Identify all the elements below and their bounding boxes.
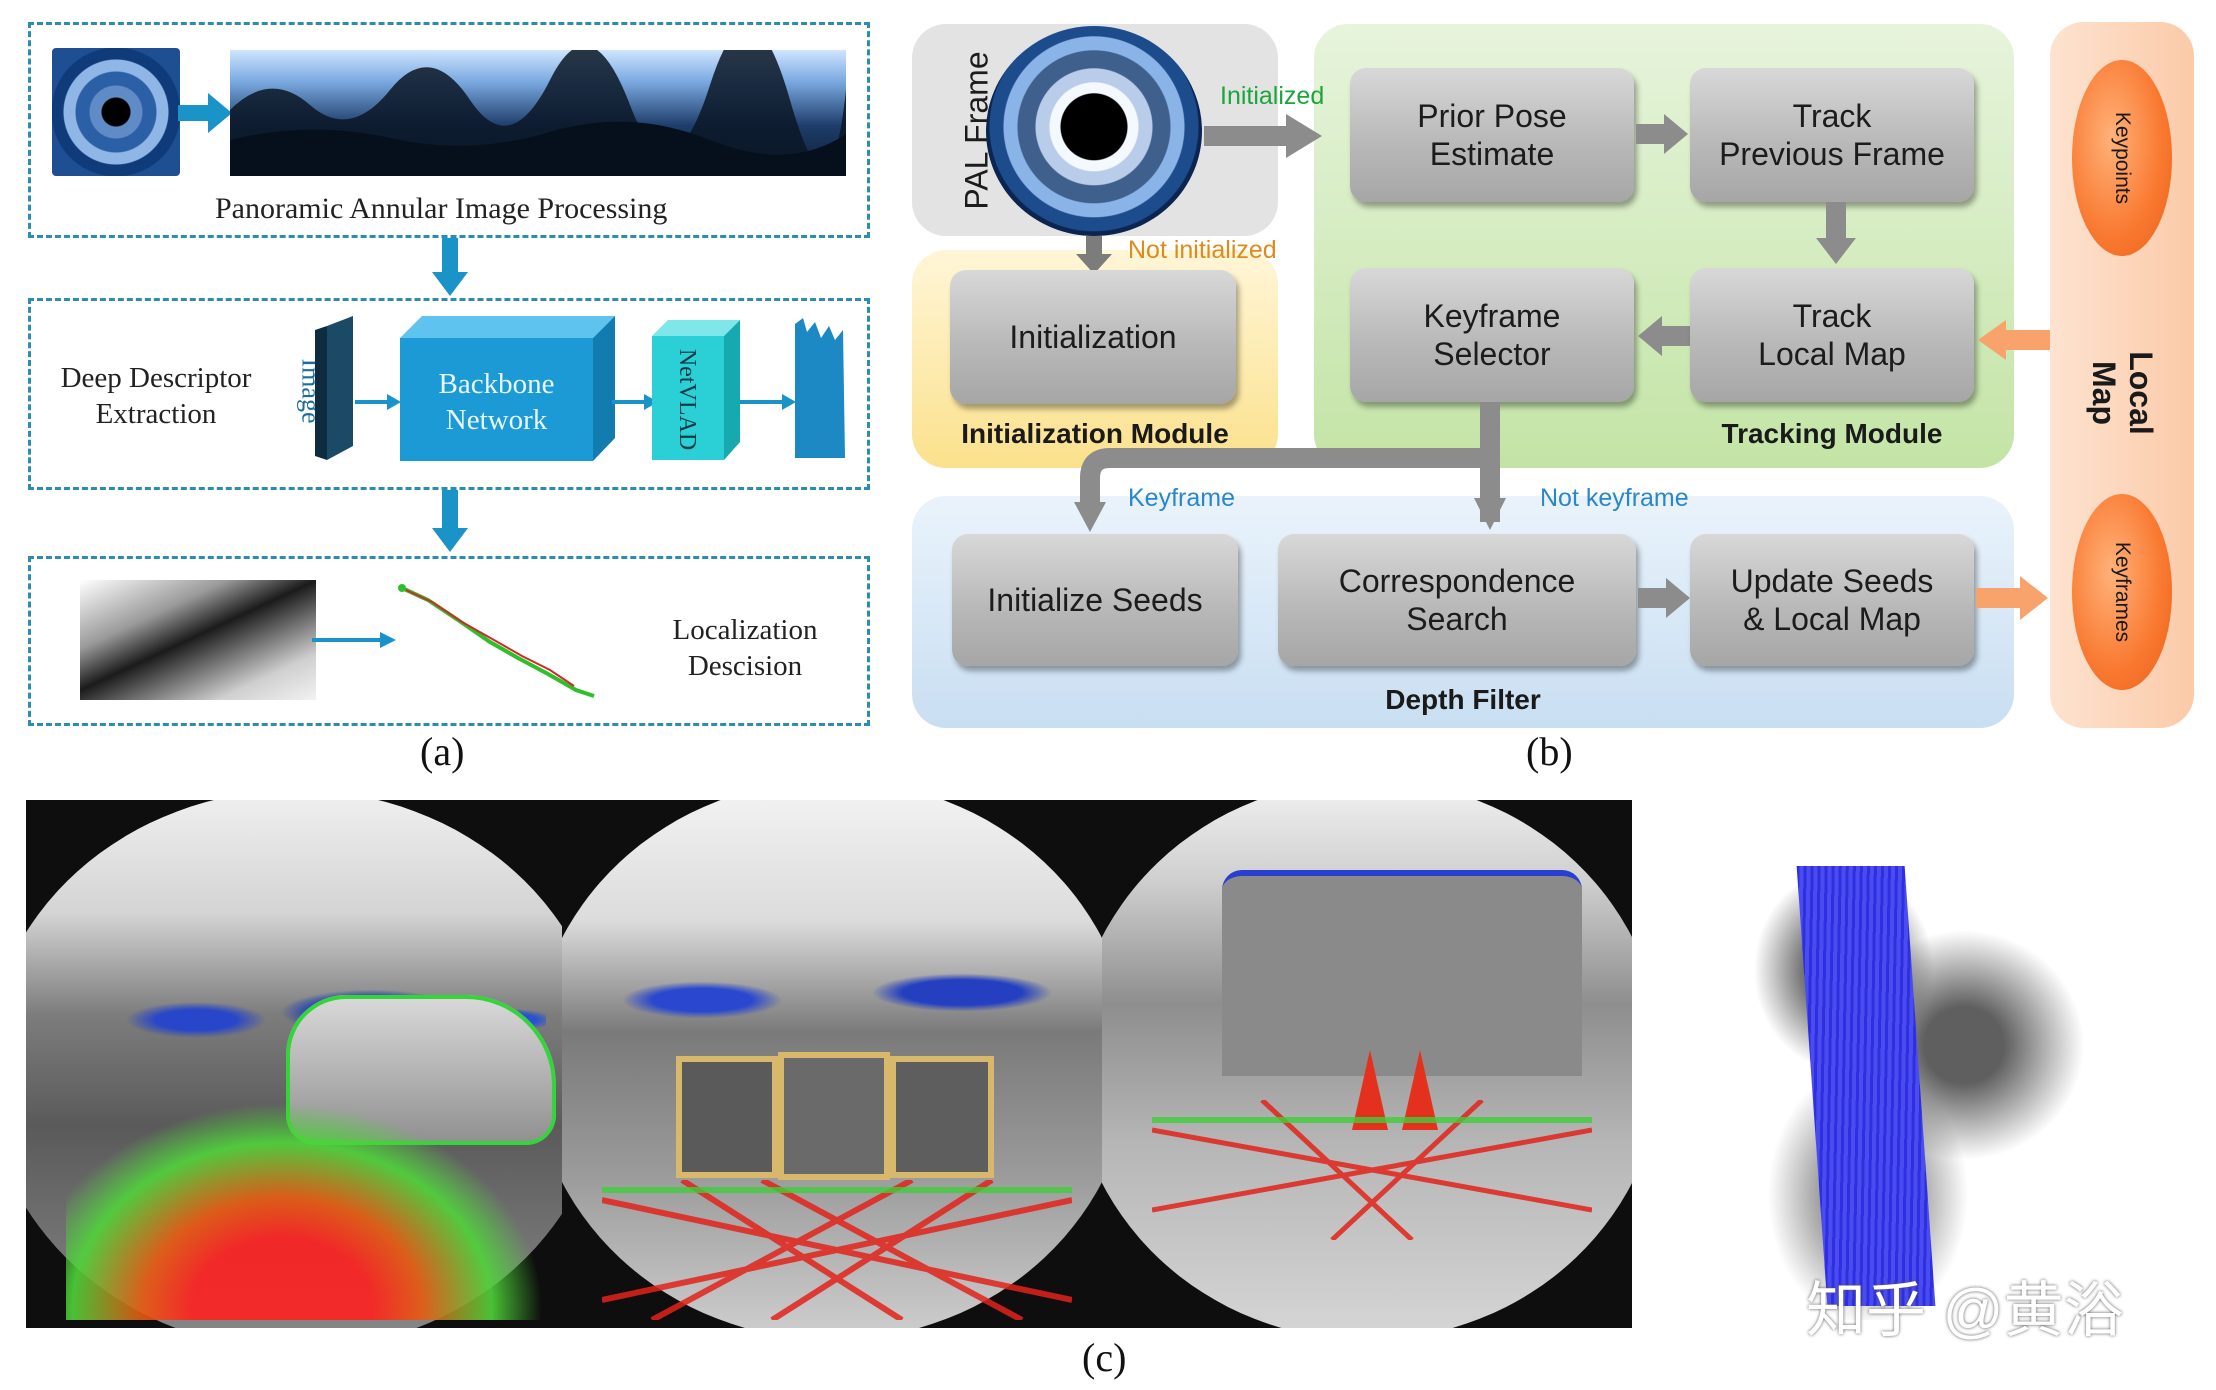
caption-c: (c) [1082, 1335, 1127, 1380]
fisheye-thumbnail [52, 48, 180, 176]
keyframes-label: Keyframes [2111, 541, 2134, 643]
arrow-right-icon [355, 394, 401, 410]
localization-box [28, 556, 870, 726]
depth-photo-cones [1102, 800, 1632, 1328]
board-center [784, 1058, 884, 1174]
cone-right [1402, 1050, 1438, 1130]
tree-points [572, 910, 1092, 1060]
image-processing-label: Panoramic Annular Image Processing [215, 192, 668, 225]
arrow-right-icon [612, 394, 658, 410]
descriptor-label: Deep Descriptor Extraction [60, 362, 252, 430]
keyframe-selector-box: Keyframe Selector [1350, 268, 1634, 402]
ground-points [66, 1100, 546, 1320]
arrow-right-icon [1638, 578, 1690, 618]
arrow-left-icon [1638, 316, 1690, 356]
track-previous-box: Track Previous Frame [1690, 68, 1974, 202]
keypoints-ellipse: Keypoints [2072, 60, 2172, 256]
floor-grid-points [602, 1180, 1072, 1320]
arrow-right-icon [312, 632, 396, 648]
initialize-seeds-box: Initialize Seeds [952, 534, 1238, 666]
arrow-right-icon [1204, 114, 1322, 158]
image-processing-box [28, 22, 870, 238]
keyframes-ellipse: Keyframes [2072, 494, 2172, 690]
initialization-box: Initialization [950, 270, 1236, 404]
arrow-right-icon [1976, 576, 2048, 620]
initialization-module-label: Initialization Module [961, 418, 1229, 449]
unwrapped-panorama [230, 50, 846, 176]
tracking-module-label: Tracking Module [1721, 418, 1943, 449]
input-image-slab [315, 316, 353, 460]
local-map-label: Local Map [2086, 351, 2159, 435]
backbone-network-cube [400, 316, 615, 461]
board-right [896, 1062, 988, 1172]
prior-pose-box: Prior Pose Estimate [1350, 68, 1634, 202]
track-local-map-box: Track Local Map [1690, 268, 1974, 402]
building-points [1222, 870, 1582, 1076]
caption-a: (a) [420, 729, 465, 774]
initialized-label: Initialized [1220, 82, 1325, 110]
keyframe-label: Keyframe [1128, 484, 1235, 512]
arrow-down-icon [432, 238, 468, 296]
board-left [682, 1062, 772, 1172]
pal-frame-image [986, 26, 1202, 236]
not-keyframe-label: Not keyframe [1540, 484, 1689, 512]
arrow-right-icon [1636, 114, 1688, 154]
localization-label: Localization Descision [672, 614, 818, 682]
keyframe-branch-arrows [1074, 402, 1506, 532]
cone-left [1352, 1050, 1388, 1130]
caption-b: (b) [1526, 729, 1573, 774]
netvlad-cube [652, 320, 740, 460]
point-cloud-map: 知乎 @黄浴 [1636, 800, 2196, 1344]
keypoints-label: Keypoints [2110, 111, 2134, 205]
descriptor-vector [795, 318, 845, 458]
netvlad-label: NetVLAD [674, 348, 701, 451]
arrow-right-icon [178, 93, 232, 133]
depth-filter-label: Depth Filter [1385, 684, 1541, 715]
not-initialized-label: Not initialized [1128, 236, 1277, 264]
arrow-left-icon [1978, 320, 2050, 360]
descriptor-extraction-box [28, 298, 870, 490]
arrow-down-icon [1076, 236, 1112, 274]
correspondence-search-box: Correspondence Search [1278, 534, 1636, 666]
floor-grid-points [1152, 1100, 1592, 1240]
trajectory-plot [398, 584, 595, 698]
watermark: 知乎 @黄浴 [1806, 1277, 2124, 1344]
depth-photo-boards [562, 800, 1102, 1328]
update-seeds-box: Update Seeds & Local Map [1690, 534, 1974, 666]
arrow-right-icon [740, 394, 796, 410]
arrow-down-icon [1816, 202, 1856, 264]
depth-photo-car [26, 800, 562, 1328]
similarity-matrix [80, 580, 316, 700]
backbone-label: Backbone Network [438, 368, 555, 436]
arrow-down-icon [432, 490, 468, 552]
